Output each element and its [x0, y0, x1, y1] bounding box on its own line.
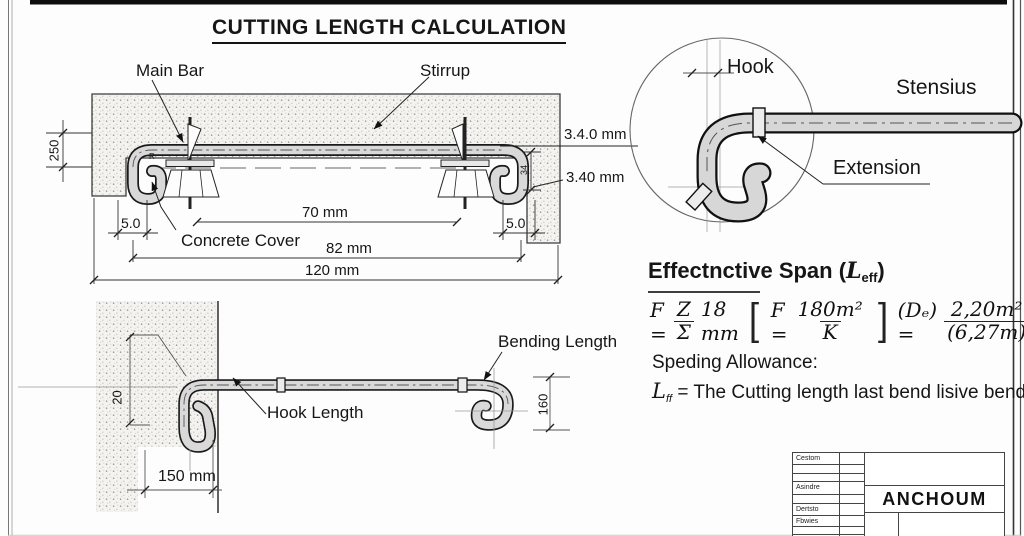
page-title: CUTTING LENGTH CALCULATION: [212, 16, 567, 44]
heading-paren-open: (: [832, 258, 847, 283]
extension-label: Extension: [833, 157, 921, 179]
bracket-close: ]: [875, 293, 888, 348]
title-block-label-column: Cestom Asindre Dertsto Fbwies Cope: [792, 452, 865, 536]
title-block-empty-cell: [865, 453, 1004, 486]
frac3-numerator: 2,20m²: [950, 297, 1023, 322]
detail-bar-drawing: [685, 107, 1023, 223]
title-block-cell: [840, 465, 865, 474]
title-block-row: [793, 474, 865, 482]
title-block-row: [793, 527, 865, 535]
title-block-cell: [899, 513, 1004, 536]
allowance-label: Speding Allowance:: [652, 352, 818, 373]
title-block-cell: [840, 504, 865, 516]
hook-label: Hook: [727, 56, 774, 78]
title-block-cell: Fbwies: [793, 516, 841, 527]
title-block-cell: [840, 482, 865, 495]
title-block-cell: [793, 495, 841, 504]
heading-paren-close: ): [877, 258, 885, 283]
formula-frac3: 2,20m² (6,27m): [944, 299, 1024, 343]
title-block-cell: Asindre: [793, 482, 841, 495]
dim-34: 34: [519, 165, 529, 176]
heading-L: L: [846, 258, 862, 284]
formula-f1-suffix: 18 mm: [700, 297, 739, 345]
concrete-cover-label: Concrete Cover: [181, 231, 301, 250]
title-block: Cestom Asindre Dertsto Fbwies Cope ANCHO…: [792, 452, 1005, 536]
heading-subscript: eff: [861, 270, 878, 285]
title-block-right: ANCHOUM: [865, 452, 1005, 536]
bottom-leaders: [232, 351, 503, 415]
note-text: = The Cutting length last bend lisive be…: [672, 382, 1024, 403]
dim-ticks-main: [58, 128, 563, 285]
stirrup-right-drawing: [437, 117, 495, 209]
frac1-denominator: Σ: [673, 321, 694, 344]
main-bar-label: Main Bar: [136, 61, 205, 80]
stirrup-left-drawing: [162, 117, 220, 209]
dim-160: 160: [535, 393, 551, 416]
title-block-cell: [840, 527, 865, 535]
dim-5-right: 5.0: [506, 215, 526, 231]
title-block-cell: Cestom: [793, 453, 841, 465]
dim-150: 150 mm: [158, 468, 216, 485]
effective-span-heading: Effectnctive Span (Leff): [648, 258, 885, 285]
title-block-cell: [840, 495, 865, 504]
dim-250: 250: [46, 139, 62, 162]
stirrup-label: Stirrup: [420, 61, 471, 80]
dim-70: 70 mm: [302, 204, 348, 221]
title-block-cell: [840, 474, 865, 482]
title-block-cell: [793, 474, 841, 482]
title-block-cell: [840, 516, 865, 527]
span-formula: F = Z Σ 18 mm [ F = 180m² K ] (Dₑ) = 2,2…: [650, 297, 1024, 346]
title-block-cell: [840, 453, 865, 465]
title-block-row: Fbwies: [793, 516, 865, 527]
formula-mid: (Dₑ) =: [897, 297, 938, 346]
radius-label: R: [149, 152, 155, 161]
frac2-numerator: 180m²: [797, 297, 863, 322]
formula-frac1: Z Σ: [673, 297, 694, 344]
formula-f1-lhs: F =: [650, 297, 667, 346]
title-block-row: Asindre: [793, 482, 865, 495]
title-block-cell: [793, 527, 841, 535]
dim-340-top: 3.4.0 mm: [564, 126, 627, 143]
title-block-row: Cestom: [793, 453, 865, 465]
formula-f2-lhs: F =: [770, 297, 788, 346]
hook-length-label: Hook Length: [267, 403, 364, 422]
title-block-cell: [793, 465, 841, 474]
title-block-cell: [865, 513, 899, 536]
stensius-label: Stensius: [896, 76, 977, 99]
bottom-crosshairs: [189, 368, 528, 471]
bending-length-label: Bending Length: [498, 332, 618, 351]
note-L: L: [652, 379, 666, 403]
title-block-row: [793, 495, 865, 504]
cutting-length-note: Lff = The Cutting length last bend lisiv…: [652, 379, 1024, 405]
dims-bottom: [127, 334, 570, 498]
dim-82: 82 mm: [326, 240, 372, 257]
formula-frac2: 180m² K: [795, 299, 866, 343]
drawing-name-cell: ANCHOUM: [865, 486, 1004, 513]
bent-bar-drawing: [178, 377, 514, 453]
frac3-denominator: (6,27m): [944, 321, 1024, 344]
title-block-bottom-row: [865, 513, 1004, 536]
dim-20: 20: [109, 390, 125, 405]
main-bar-drawing: [127, 144, 529, 206]
frac2-denominator: K: [819, 321, 841, 344]
heading-text: Effectnctive Span: [648, 258, 833, 283]
dim-ticks-bottom: [125, 332, 555, 495]
title-block-row: Dertsto: [793, 504, 865, 516]
bracket-open: [: [748, 293, 762, 348]
dim-340-bottom: 3.40 mm: [566, 169, 625, 186]
dim-5-left: 5.0: [121, 215, 141, 231]
title-block-row: [793, 465, 865, 474]
leaders-main: [151, 76, 638, 231]
dim-120: 120 mm: [305, 262, 360, 279]
frac1-numerator: Z: [676, 297, 691, 322]
extension-leader: [757, 135, 930, 185]
note-subscript: ff: [665, 393, 673, 405]
title-block-cell: Dertsto: [793, 504, 841, 516]
